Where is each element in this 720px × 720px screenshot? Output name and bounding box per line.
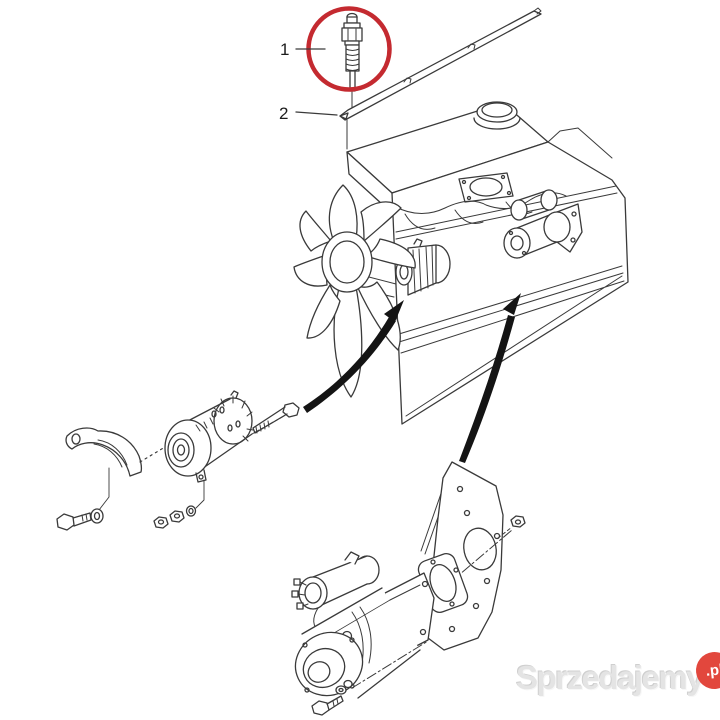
alternator-on-engine: [395, 238, 451, 296]
pointer-arrow-right: [459, 293, 521, 463]
nuts-washers-figure: [153, 505, 197, 529]
oil-filler-cap: [473, 101, 521, 130]
starter-bolt-washers-figure: [311, 679, 353, 716]
callout-1: 1: [280, 40, 326, 59]
bracket-bolt-washer-figure: [56, 508, 104, 531]
alternator-detail-figure: [164, 390, 254, 483]
callout-1-label: 1: [280, 40, 289, 59]
bolt-axis-right: [351, 640, 429, 689]
callout-2-leader: [295, 111, 338, 116]
mounting-plate-figure: [420, 461, 504, 651]
leader-bracket-hardware: [98, 467, 110, 511]
starter-motor-detail-figure: [291, 551, 435, 699]
mounting-bracket-figure: [65, 427, 143, 477]
assembly-dots-left: [139, 443, 171, 463]
leader-alternator-hardware: [195, 479, 205, 509]
glow-plug-figure: [341, 12, 363, 92]
callout-2: 2: [279, 104, 338, 123]
engine-figure: [293, 91, 629, 425]
pointer-arrow-left: [303, 300, 404, 413]
intake-flange: [458, 172, 514, 203]
callout-2-label: 2: [279, 104, 288, 123]
nut-leader-dashed: [497, 526, 513, 539]
starter-on-engine: [503, 189, 583, 259]
plate-nut-figure: [510, 515, 526, 528]
glow-plug-rail-figure: [339, 7, 542, 121]
pivot-bolt-figure: [252, 402, 300, 434]
